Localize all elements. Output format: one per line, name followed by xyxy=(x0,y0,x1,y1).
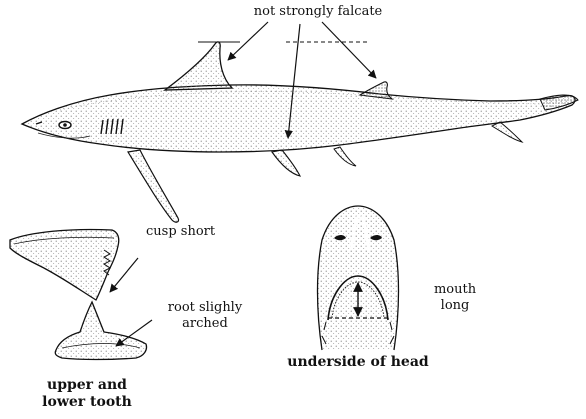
shark-body xyxy=(22,85,575,152)
lower-tooth-drawing xyxy=(55,302,146,360)
cusp-label: cusp short xyxy=(146,224,215,239)
mouth-label-line2: long xyxy=(425,298,485,313)
pelvic-fin xyxy=(272,150,300,176)
pectoral-fin xyxy=(128,150,179,222)
upper-tooth-drawing xyxy=(10,229,119,300)
shark-lateral-view xyxy=(22,42,578,222)
anal-fin xyxy=(334,147,356,166)
root-label-line2: arched xyxy=(150,316,260,331)
tooth-caption-line1: upper and xyxy=(22,378,152,393)
root-label-line1: root slighly xyxy=(150,300,260,315)
caudal-fin-lower-lobe xyxy=(492,122,522,142)
ventral-head-drawing xyxy=(318,206,399,350)
cusp-pointer xyxy=(110,258,138,292)
tooth-caption-line2: lower tooth xyxy=(22,395,152,410)
mouth-label-line1: mouth xyxy=(425,282,485,297)
first-dorsal-fin xyxy=(165,42,232,90)
underside-caption: underside of head xyxy=(278,355,438,370)
fin-shape-label: not strongly falcate xyxy=(218,4,418,19)
